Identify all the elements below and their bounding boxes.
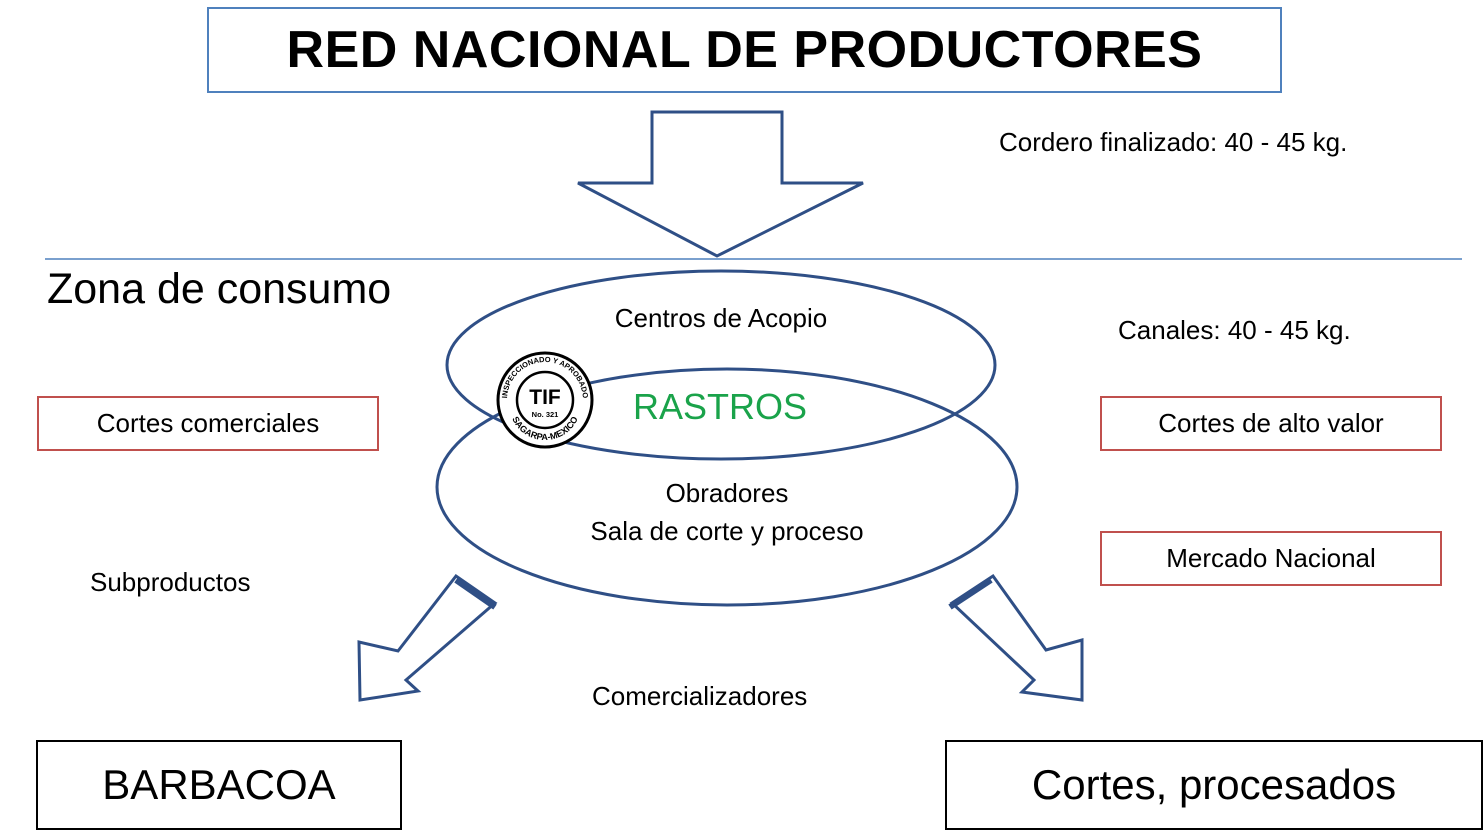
ellipse-centros-acopio (445, 269, 997, 461)
subproductos-label: Subproductos (90, 567, 251, 597)
ellipse-obradores (435, 367, 1019, 607)
mercado-nacional-box: Mercado Nacional (1100, 531, 1442, 586)
mercado-nacional-label: Mercado Nacional (1166, 543, 1376, 573)
tif-seal-logo: INSPECCIONADO Y APROBADO SAGARPA-MEXICO … (496, 351, 594, 449)
down-arrow (577, 110, 864, 258)
page-title: RED NACIONAL DE PRODUCTORES (286, 21, 1203, 79)
sala-corte-label: Sala de corte y proceso (590, 516, 864, 546)
cortes-comerciales-box: Cortes comerciales (37, 396, 379, 451)
cortes-procesados-box: Cortes, procesados (945, 740, 1483, 830)
obradores-label: Obradores (665, 478, 789, 508)
right-diagonal-arrow (949, 573, 1084, 702)
right-arrow-tail (948, 577, 993, 610)
barbacoa-box: BARBACOA (36, 740, 402, 830)
left-arrow-tail (454, 577, 497, 610)
seal-center-text: TIF (529, 386, 561, 409)
cortes-alto-valor-box: Cortes de alto valor (1100, 396, 1442, 451)
cortes-comerciales-label: Cortes comerciales (96, 408, 320, 438)
barbacoa-label: BARBACOA (102, 761, 336, 808)
seal-number: No. 321 (532, 410, 559, 419)
cortes-alto-valor-label: Cortes de alto valor (1158, 408, 1384, 438)
cortes-procesados-label: Cortes, procesados (1031, 761, 1397, 808)
left-diagonal-arrow (357, 573, 498, 702)
rastros-label: RASTROS (632, 386, 808, 427)
centros-acopio-label: Centros de Acopio (614, 303, 828, 333)
comercializadores-label: Comercializadores (592, 681, 808, 711)
title-box: RED NACIONAL DE PRODUCTORES (207, 7, 1282, 93)
canales-note: Canales: 40 - 45 kg. (1118, 315, 1351, 345)
zona-consumo-label: Zona de consumo (47, 265, 392, 313)
cordero-note: Cordero finalizado: 40 - 45 kg. (999, 127, 1348, 157)
